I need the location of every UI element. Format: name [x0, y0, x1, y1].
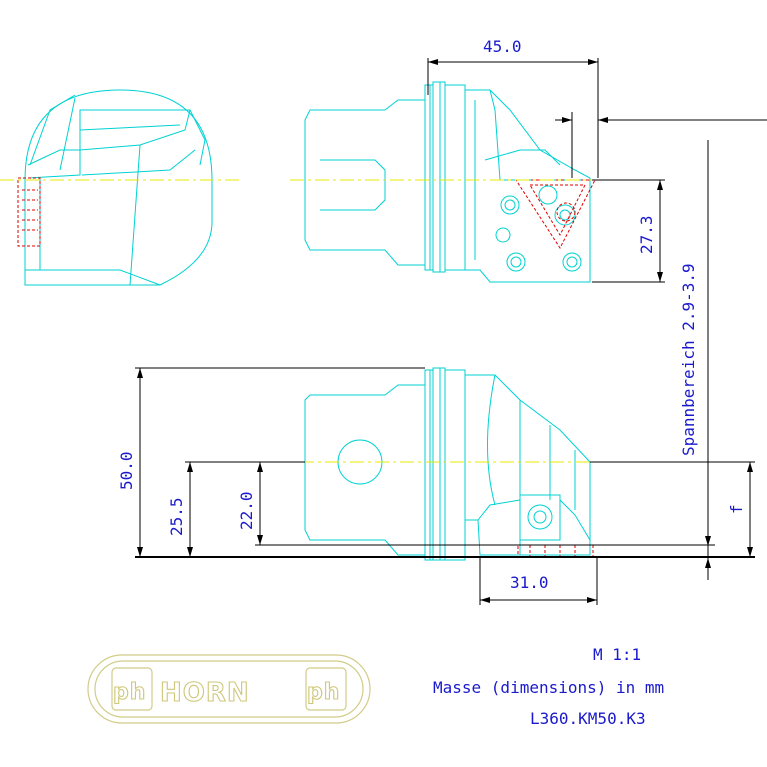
logo-right-mark: ph — [307, 680, 340, 705]
horn-logo: ph HORN ph — [87, 654, 371, 724]
top-view — [300, 367, 600, 561]
dim-height-mid: 25.5 — [167, 497, 186, 536]
dimension-labels: 45.0 27.3 Spannbereich 2.9-3.9 f 50.0 25… — [117, 37, 746, 592]
dim-total-height: 50.0 — [117, 451, 136, 490]
dim-height-small: 22.0 — [237, 491, 256, 530]
dim-bottom-width: 31.0 — [510, 573, 549, 592]
dim-clamping-range: Spannbereich 2.9-3.9 — [679, 263, 698, 456]
front-view — [290, 81, 600, 283]
dim-f: f — [727, 504, 746, 514]
logo-left-mark: ph — [113, 680, 146, 705]
side-view — [0, 89, 240, 286]
drawing-notes: M 1:1 Masse (dimensions) in mm L360.KM50… — [433, 645, 664, 728]
part-number: L360.KM50.K3 — [530, 709, 646, 728]
logo-text: HORN — [160, 678, 250, 708]
dim-top-length: 45.0 — [483, 37, 522, 56]
scale-note: M 1:1 — [593, 645, 641, 664]
dim-height-upper: 27.3 — [637, 215, 656, 254]
units-note: Masse (dimensions) in mm — [433, 678, 664, 697]
dimension-lines — [135, 58, 767, 605]
